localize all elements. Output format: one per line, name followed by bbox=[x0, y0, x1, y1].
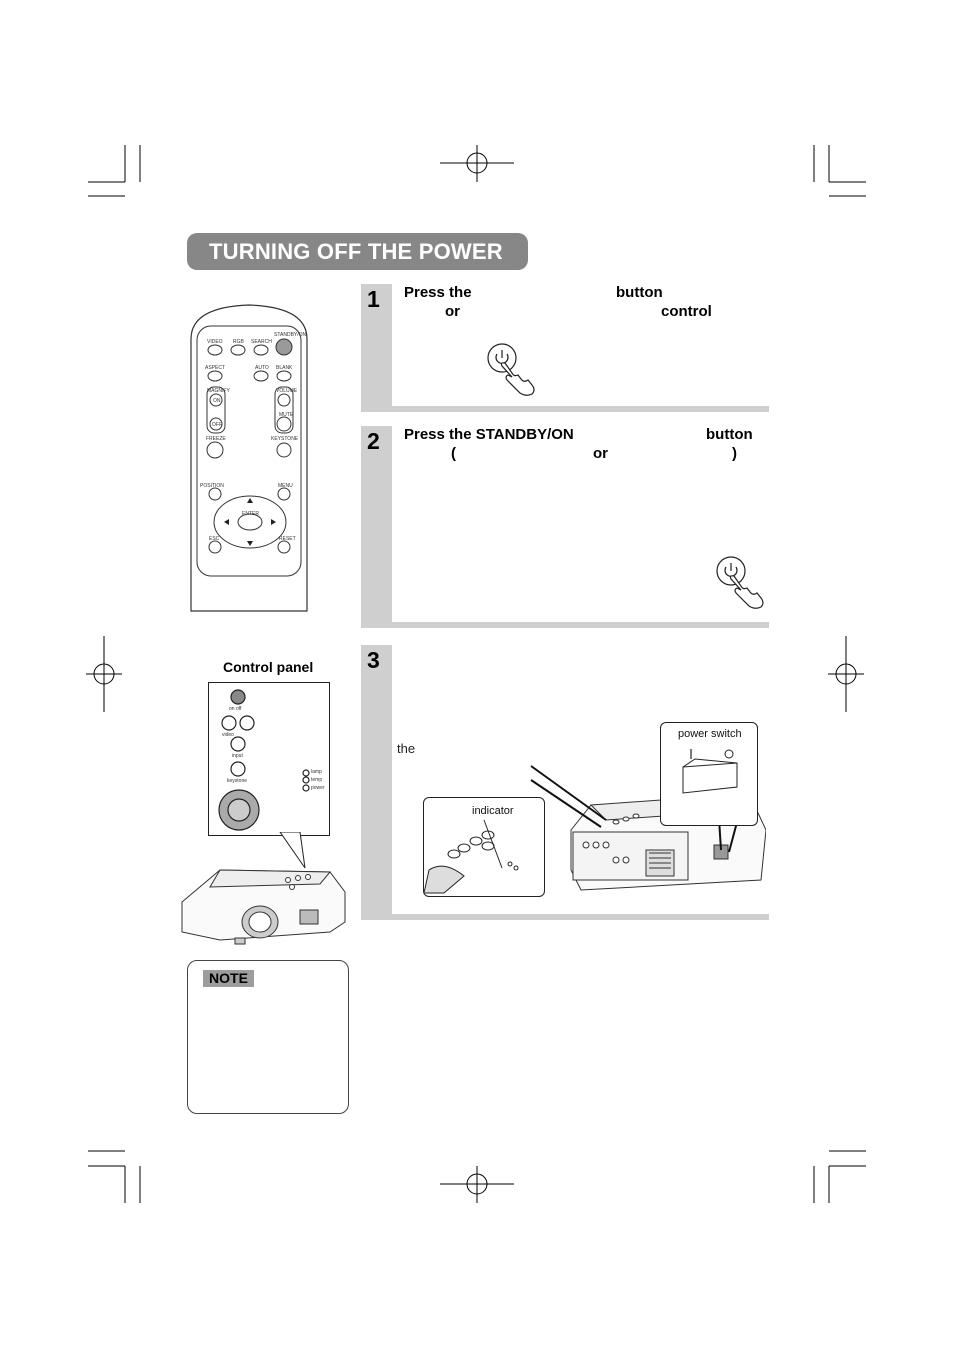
step-2-text-e: ) bbox=[732, 445, 737, 462]
step-bar bbox=[361, 426, 392, 628]
panel-label-input: input bbox=[232, 753, 243, 759]
step-2-text-c: ( bbox=[451, 445, 456, 462]
remote-control-illustration: STANDBY/ON VIDEO RGB SEARCH ASPECT AUTO … bbox=[185, 303, 313, 613]
remote-label-enter: ENTER bbox=[242, 511, 259, 517]
registration-target-icon bbox=[440, 145, 514, 182]
step-underline bbox=[361, 914, 769, 920]
remote-label-esc: ESC bbox=[209, 536, 220, 542]
remote-label-position: POSITION bbox=[200, 483, 224, 489]
step-1-text-d: control bbox=[661, 303, 712, 320]
step-number: 2 bbox=[367, 428, 380, 454]
indicator-closeup-icon bbox=[424, 819, 519, 894]
panel-label-video: video bbox=[222, 732, 234, 738]
remote-label-blank: BLANK bbox=[276, 365, 293, 371]
power-button-press-icon bbox=[487, 343, 535, 396]
panel-label-lamp: lamp bbox=[311, 769, 322, 775]
step-bar bbox=[361, 645, 392, 920]
panel-label-temp: temp bbox=[311, 777, 323, 783]
indicator-callout: indicator bbox=[423, 797, 545, 897]
step-2-text-b: button bbox=[706, 426, 753, 443]
step-number: 3 bbox=[367, 647, 380, 673]
control-panel-title: Control panel bbox=[223, 659, 314, 675]
remote-label-off: OFF bbox=[212, 422, 222, 428]
step-1-text-b: button bbox=[616, 284, 663, 301]
power-switch-label: power switch bbox=[678, 728, 742, 740]
remote-label-magnify: MAGNIFY bbox=[207, 388, 230, 394]
panel-label-onoff: on off bbox=[229, 706, 242, 712]
remote-label-on: ON bbox=[213, 398, 221, 404]
remote-label-keystone: KEYSTONE bbox=[271, 436, 299, 442]
remote-body-icon bbox=[190, 304, 308, 612]
registration-target-icon bbox=[828, 636, 864, 712]
control-panel-illustration: on off video input keystone lamp temp po… bbox=[208, 682, 330, 836]
power-switch-callout: power switch bbox=[660, 722, 758, 826]
step-2-text-a: Press the STANDBY/ON bbox=[404, 426, 574, 443]
registration-target-icon bbox=[86, 636, 122, 712]
panel-label-power: power bbox=[311, 785, 325, 791]
remote-label-freeze: FREEZE bbox=[206, 436, 226, 442]
panel-label-keystone: keystone bbox=[227, 778, 248, 784]
remote-label-rgb: RGB bbox=[233, 339, 244, 345]
step-1-text-a: Press the bbox=[404, 284, 472, 301]
rocker-switch-icon bbox=[682, 749, 738, 794]
remote-label-standby: STANDBY/ON bbox=[274, 332, 307, 338]
remote-label-mute: MUTE bbox=[279, 412, 294, 418]
remote-label-menu: MENU bbox=[278, 483, 293, 489]
step-underline bbox=[361, 406, 769, 412]
indicator-label: indicator bbox=[472, 805, 514, 817]
step-number: 1 bbox=[367, 286, 380, 312]
remote-label-auto: AUTO bbox=[255, 365, 269, 371]
remote-label-volume: VOLUME bbox=[276, 388, 298, 394]
power-button-press-icon bbox=[716, 556, 764, 609]
step-bar bbox=[361, 284, 392, 412]
step-3: 3 the indicator bbox=[361, 645, 769, 920]
projector-front-illustration bbox=[181, 832, 346, 945]
step-2-text-d: or bbox=[593, 445, 608, 462]
step-2: 2 Press the STANDBY/ON button ( or ) bbox=[361, 426, 769, 628]
page-title: TURNING OFF THE POWER bbox=[187, 233, 528, 270]
note-label: NOTE bbox=[203, 970, 254, 987]
registration-target-icon bbox=[440, 1166, 514, 1203]
step-underline bbox=[361, 622, 769, 628]
remote-label-video: VIDEO bbox=[207, 339, 223, 345]
control-panel-buttons-icon bbox=[218, 689, 310, 831]
step-3-body-text: the bbox=[397, 741, 416, 756]
step-1-text-c: or bbox=[445, 303, 460, 320]
remote-label-aspect: ASPECT bbox=[205, 365, 226, 371]
note-box bbox=[187, 960, 349, 1114]
remote-label-search: SEARCH bbox=[251, 339, 272, 345]
remote-label-reset: RESET bbox=[279, 536, 296, 542]
step-1: 1 Press the button or control bbox=[361, 284, 769, 412]
